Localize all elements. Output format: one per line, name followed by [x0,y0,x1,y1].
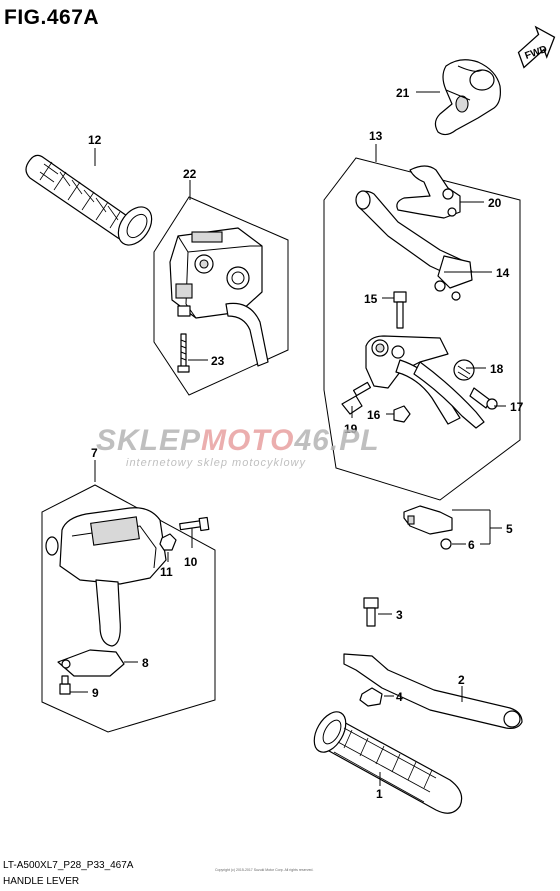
callout-5: 5 [506,522,513,536]
callout-18: 18 [490,362,504,376]
leader-lines [70,91,506,786]
watermark-brand-right: MOTO [201,424,294,457]
screw-part-23 [177,333,190,373]
callout-17: 17 [510,400,524,414]
callout-21: 21 [396,86,410,100]
figure-caption: HANDLE LEVER [3,876,79,887]
sklepmoto-watermark: SKLEPMOTO46.PL internetowy sklep motocyk… [96,424,380,469]
watermark-tagline: internetowy sklep motocyklowy [126,457,307,469]
stop-switch-part-5 [403,505,453,535]
screw-part-9 [59,675,71,695]
model-code: LT-A500XL7_P28_P33_467A [3,860,134,871]
copyright-small-print: Copyright (c) 2015-2017 Suzuki Motor Cor… [215,868,313,872]
adjuster-part-17 [469,387,498,410]
nut-part-11 [159,533,177,551]
throttle-cover-part-21 [434,59,501,136]
pivot-bolt-part-14 [434,280,461,301]
callout-23: 23 [211,354,225,368]
watermark-brand-suffix: 46.PL [293,424,379,457]
switch-assembly-part-22 [169,227,269,367]
bolt-part-3 [363,597,379,627]
callout-22: 22 [183,167,197,181]
brake-lever-group-outline [323,157,521,501]
lever-bracket-part-20 [396,165,461,219]
callout-11: 11 [160,565,173,579]
callout-10: 10 [184,555,198,569]
callout-8: 8 [142,656,149,670]
nut-part-4 [359,687,383,707]
bolt-part-15 [393,291,407,329]
cap-part-18 [453,359,475,381]
callout-12: 12 [88,133,102,147]
callout-19: 19 [344,422,358,436]
switch-group-outline [153,196,289,396]
callout-20: 20 [488,196,502,210]
nut-part-16 [393,405,411,423]
callout-16: 16 [367,408,381,422]
bolt-part-10 [179,516,210,532]
callout-4: 4 [396,690,403,704]
callout-14: 14 [496,266,510,280]
callout-15: 15 [364,292,378,306]
fwd-direction-badge: FWD [517,25,556,69]
callout-1: 1 [376,787,383,801]
callout-13: 13 [369,129,383,143]
brake-lever-part-2 [343,653,523,729]
screw-part-19 [341,381,372,415]
callout-2: 2 [458,673,465,687]
plate-part-8 [57,649,125,677]
housing-group-outline [41,484,216,733]
callout-labels: 12 22 23 21 13 20 14 15 18 17 16 19 7 5 … [88,86,524,801]
right-grip-part-1 [313,711,463,814]
callout-6: 6 [468,538,475,552]
svg-text:SKLEPMOTO46.PL: SKLEPMOTO46.PL [96,424,380,457]
left-grip-part-12 [25,154,153,246]
throttle-housing-part-7 [45,507,167,647]
lever-bracket-assembly [365,335,485,429]
figure-title: FIG.467A [4,6,99,29]
callout-3: 3 [396,608,403,622]
callout-7: 7 [91,446,98,460]
callout-9: 9 [92,686,99,700]
watermark-brand-left: SKLEP [96,424,201,457]
screw-part-6 [440,538,452,550]
